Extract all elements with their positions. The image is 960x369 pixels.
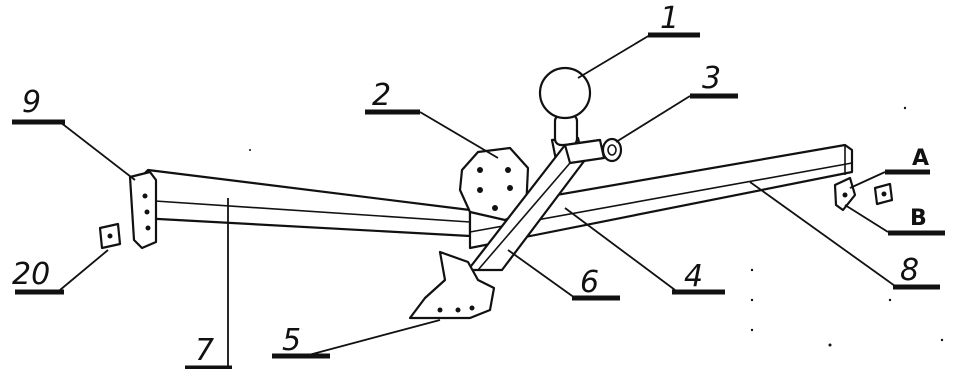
callout-8: 8: [900, 253, 919, 288]
left-end-bracket: [128, 170, 158, 250]
callout-A: A: [912, 146, 929, 171]
callout-6: 6: [580, 265, 599, 300]
left-crossbar: [138, 168, 472, 238]
small-plate-left: [98, 222, 122, 250]
safety-eye: [601, 137, 623, 163]
right-end-bracket: [833, 176, 857, 212]
label-underlines: [12, 32, 945, 369]
callout-4: 4: [684, 259, 703, 294]
callout-20: 20: [12, 257, 50, 292]
leader-lines: [59, 34, 896, 368]
callout-1: 1: [660, 1, 679, 36]
callout-5: 5: [282, 323, 301, 358]
small-plate-right: [873, 182, 894, 206]
callout-2: 2: [372, 78, 391, 113]
callout-3: 3: [702, 61, 721, 96]
callout-B: B: [910, 206, 927, 231]
scan-specks: [249, 106, 944, 347]
drawbar-tube: [466, 138, 606, 272]
lower-bracket: [408, 250, 496, 320]
callout-7: 7: [195, 333, 214, 368]
ball-mount-plate: [458, 146, 530, 222]
callout-9: 9: [22, 85, 41, 120]
